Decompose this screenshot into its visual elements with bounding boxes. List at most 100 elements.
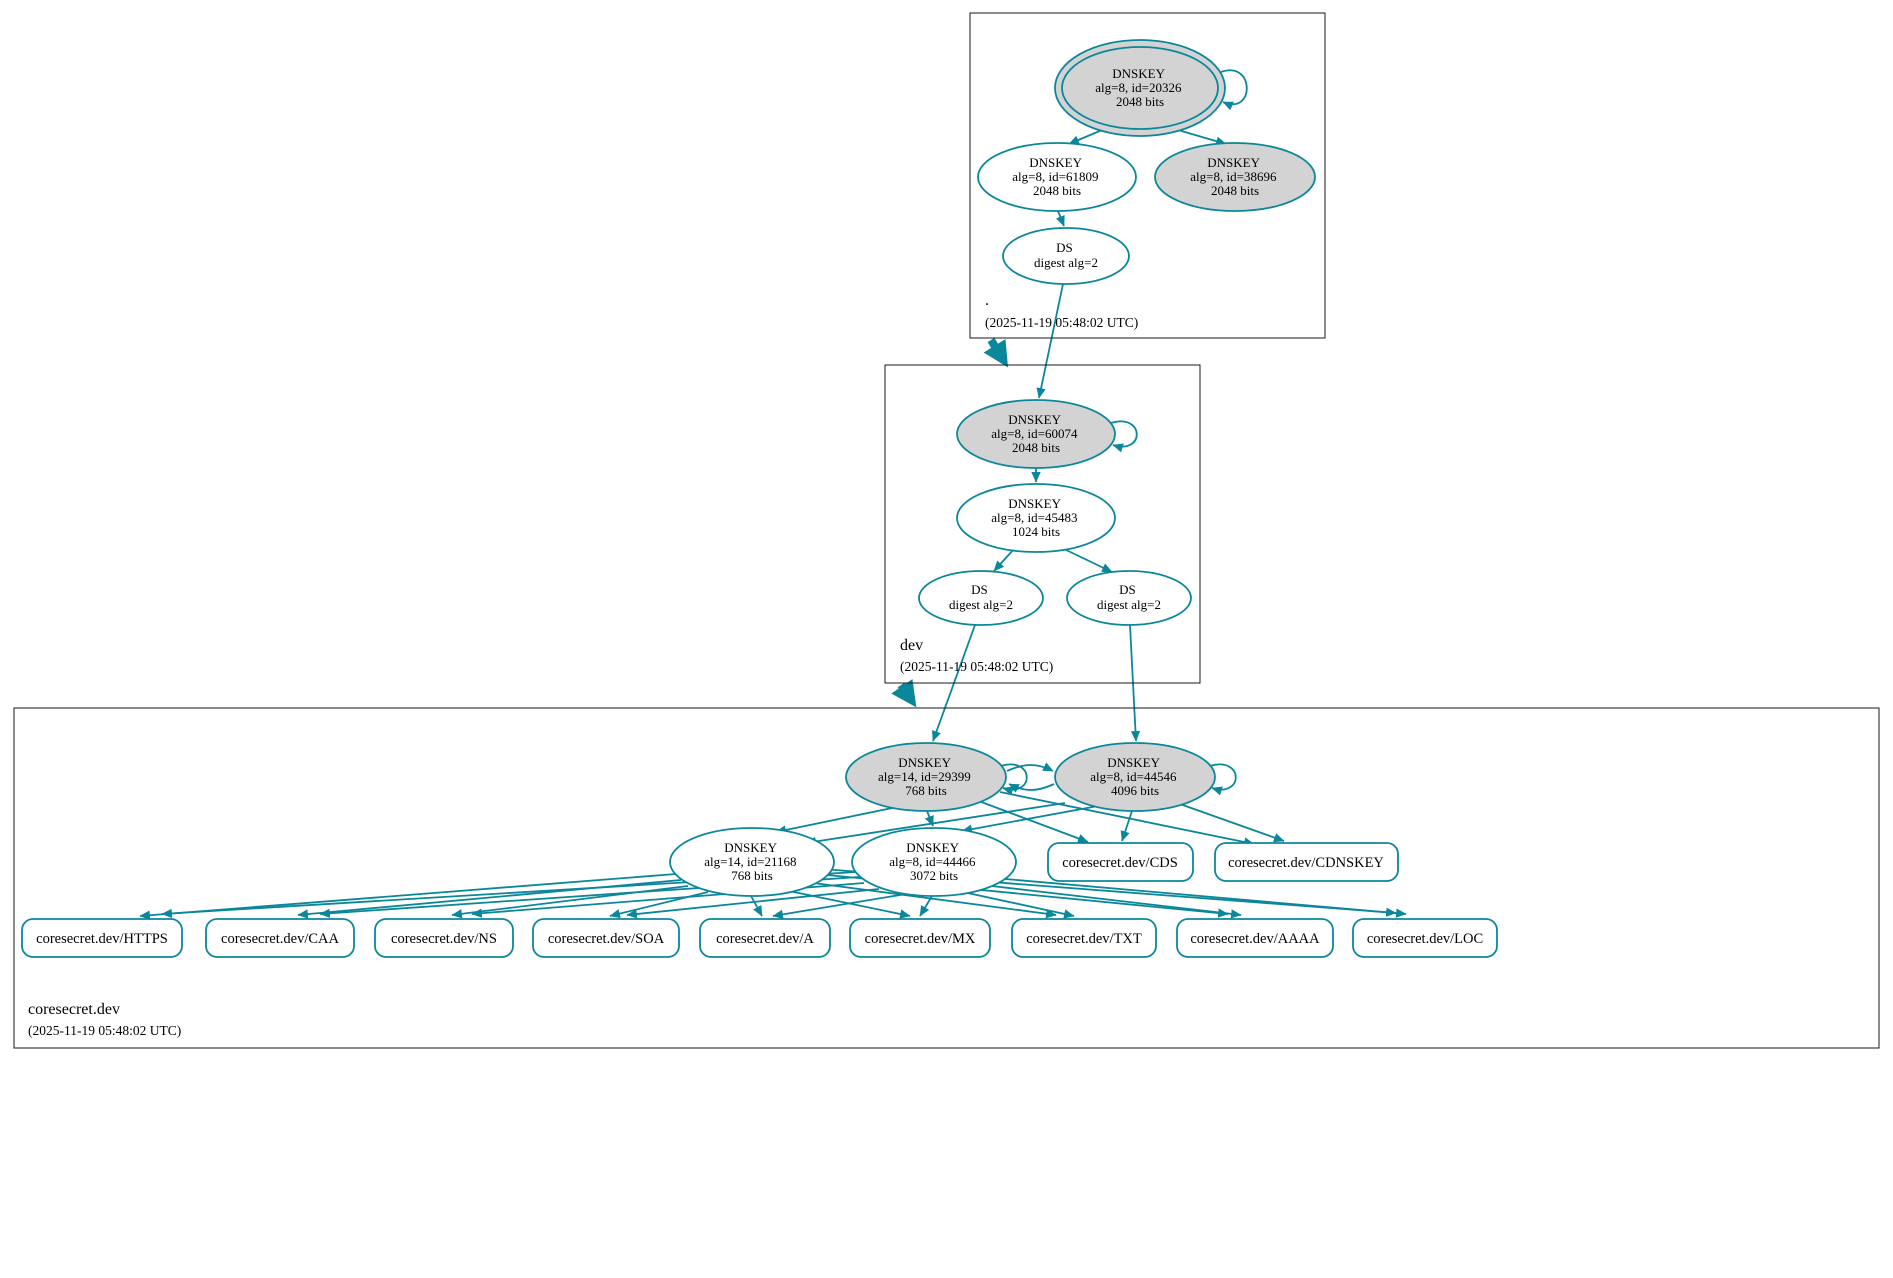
- zone-dev: DNSKEY alg=8, id=60074 2048 bits DNSKEY …: [884, 364, 1201, 684]
- node-dev-ds-left[interactable]: DS digest alg=2: [918, 570, 1044, 626]
- node-rrset-caa[interactable]: coresecret.dev/CAA: [205, 918, 355, 958]
- dev-ksk-60074-label: DNSKEY alg=8, id=60074 2048 bits: [991, 412, 1080, 455]
- rrset-ns-rect[interactable]: [374, 918, 514, 958]
- edge-ksk-44546-to-ksk-29399: [1008, 783, 1055, 793]
- edge-zsk-21168-to-https: [139, 873, 677, 920]
- root-ds-ellipse[interactable]: [1002, 227, 1130, 285]
- rrset-https-rect[interactable]: [21, 918, 183, 958]
- rrset-mx-label: coresecret.dev/MX: [865, 931, 976, 947]
- root-ksk-inner-ellipse: [1061, 46, 1219, 130]
- edge-dev-zsk-to-ds-right: [1061, 547, 1113, 573]
- edge-zsk-44466-to-a: [772, 893, 907, 919]
- coresecret-ksk-29399-label: DNSKEY alg=14, id=29399 768 bits: [878, 755, 974, 798]
- self-loop-root-ksk-20326: [1220, 69, 1248, 111]
- node-root-ksk-20326[interactable]: DNSKEY alg=8, id=20326 2048 bits: [1054, 39, 1226, 137]
- rrset-txt-rect[interactable]: [1011, 918, 1157, 958]
- node-coresecret-ksk-29399[interactable]: DNSKEY alg=14, id=29399 768 bits: [845, 742, 1007, 812]
- zone-root-box: [969, 12, 1326, 339]
- coresecret-zsk-21168-label: DNSKEY alg=14, id=21168 768 bits: [704, 840, 799, 883]
- node-rrset-a[interactable]: coresecret.dev/A: [699, 918, 831, 958]
- node-rrset-loc[interactable]: coresecret.dev/LOC: [1352, 918, 1498, 958]
- node-coresecret-ksk-44546[interactable]: DNSKEY alg=8, id=44546 4096 bits: [1054, 742, 1216, 812]
- node-rrset-https[interactable]: coresecret.dev/HTTPS: [21, 918, 183, 958]
- edge-dev-zsk-to-ds-left: [993, 548, 1015, 572]
- node-rrset-txt[interactable]: coresecret.dev/TXT: [1011, 918, 1157, 958]
- edge-zsk-44466-to-soa: [626, 888, 880, 919]
- coresecret-zsk-44466-ellipse[interactable]: [851, 827, 1017, 897]
- node-rrset-soa[interactable]: coresecret.dev/SOA: [532, 918, 680, 958]
- node-rrset-aaaa[interactable]: coresecret.dev/AAAA: [1176, 918, 1334, 958]
- dev-ds-left-ellipse[interactable]: [918, 570, 1044, 626]
- rrset-aaaa-label: coresecret.dev/AAAA: [1190, 931, 1320, 947]
- zone-coresecret-timestamp: (2025-11-19 05:48:02 UTC): [28, 1023, 181, 1038]
- dev-zsk-45483-ellipse[interactable]: [956, 483, 1116, 553]
- edge-ksk-29399-to-zsk-21168: [775, 806, 898, 835]
- edge-ksk-44546-to-cds: [1120, 810, 1133, 842]
- edge-zsk-44466-to-mx: [919, 895, 933, 917]
- node-dev-ksk-60074[interactable]: DNSKEY alg=8, id=60074 2048 bits: [956, 399, 1116, 469]
- dev-ds-left-label: DS digest alg=2: [949, 582, 1013, 612]
- coresecret-zsk-44466-label: DNSKEY alg=8, id=44466 3072 bits: [889, 840, 978, 883]
- rrset-caa-label: coresecret.dev/CAA: [221, 931, 339, 947]
- zone-dev-timestamp: (2025-11-19 05:48:02 UTC): [900, 659, 1053, 674]
- dev-ds-right-label: DS digest alg=2: [1097, 582, 1161, 612]
- rrset-mx-rect[interactable]: [849, 918, 991, 958]
- edge-zsk-44466-to-txt: [962, 891, 1075, 919]
- zone-coresecret-name: coresecret.dev: [28, 1001, 120, 1018]
- node-coresecret-zsk-44466[interactable]: DNSKEY alg=8, id=44466 3072 bits: [851, 827, 1017, 897]
- zone-coresecret: DNSKEY alg=14, id=29399 768 bits DNSKEY …: [13, 707, 1880, 1049]
- edge-root-ksk-to-key-38696: [1177, 129, 1227, 146]
- dev-ksk-60074-ellipse[interactable]: [956, 399, 1116, 469]
- node-dev-zsk-45483[interactable]: DNSKEY alg=8, id=45483 1024 bits: [956, 483, 1116, 553]
- edge-root-ksk-to-zsk-61809: [1068, 129, 1103, 145]
- coresecret-zsk-21168-ellipse[interactable]: [669, 827, 835, 897]
- zone-coresecret-box: [13, 707, 1880, 1049]
- coresecret-cdnskey-rect[interactable]: [1214, 842, 1399, 882]
- rrset-ns-label: coresecret.dev/NS: [391, 931, 497, 947]
- edge-zsk-44466-to-aaaa: [982, 884, 1242, 919]
- rrset-loc-rect[interactable]: [1352, 918, 1498, 958]
- edge-ksk-44546-to-zsk-44466: [961, 805, 1099, 834]
- coresecret-cdnskey-label: coresecret.dev/CDNSKEY: [1228, 855, 1384, 871]
- rrset-aaaa-rect[interactable]: [1176, 918, 1334, 958]
- edge-root-zsk-61809-to-ds: [1055, 210, 1065, 227]
- zone-root: DNSKEY alg=8, id=20326 2048 bits DNSKEY …: [969, 12, 1326, 339]
- coresecret-ksk-29399-ellipse[interactable]: [845, 742, 1007, 812]
- node-coresecret-cds[interactable]: coresecret.dev/CDS: [1047, 842, 1194, 882]
- node-root-zsk-61809[interactable]: DNSKEY alg=8, id=61809 2048 bits: [977, 142, 1137, 212]
- rrset-soa-label: coresecret.dev/SOA: [548, 931, 665, 947]
- edge-ksk-29399-to-ksk-44546: [1006, 762, 1054, 772]
- edge-zsk-21168-to-a: [750, 895, 763, 917]
- self-loop-dev-ksk-60074: [1110, 420, 1138, 453]
- node-root-ds[interactable]: DS digest alg=2: [1002, 227, 1130, 285]
- coresecret-cds-rect[interactable]: [1047, 842, 1194, 882]
- root-zsk-61809-ellipse[interactable]: [977, 142, 1137, 212]
- zone-dev-box: [884, 364, 1201, 684]
- edge-zsk-44466-to-loc: [993, 877, 1407, 918]
- node-root-key-38696[interactable]: DNSKEY alg=8, id=38696 2048 bits: [1154, 142, 1316, 212]
- node-dev-ds-right[interactable]: DS digest alg=2: [1066, 570, 1192, 626]
- rrset-loc-label: coresecret.dev/LOC: [1367, 931, 1483, 947]
- rrset-a-label: coresecret.dev/A: [716, 931, 814, 947]
- node-coresecret-cdnskey[interactable]: coresecret.dev/CDNSKEY: [1214, 842, 1399, 882]
- rrset-txt-label: coresecret.dev/TXT: [1026, 931, 1142, 947]
- dev-zsk-45483-label: DNSKEY alg=8, id=45483 1024 bits: [991, 496, 1080, 539]
- edge-ksk-44546-to-zsk-21168: [805, 802, 1066, 847]
- edge-ksk-29399-to-cdnskey: [999, 791, 1255, 847]
- zone-root-name: .: [985, 292, 989, 309]
- coresecret-ksk-44546-ellipse[interactable]: [1054, 742, 1216, 812]
- node-rrset-mx[interactable]: coresecret.dev/MX: [849, 918, 991, 958]
- rrset-soa-rect[interactable]: [532, 918, 680, 958]
- zone-dev-name: dev: [900, 637, 923, 654]
- edge-ds-root-to-dev-ksk: [1036, 283, 1064, 399]
- delegation-arrow-dev-to-coresecret: [891, 678, 917, 708]
- rrset-https-label: coresecret.dev/HTTPS: [36, 931, 168, 947]
- rrset-caa-rect[interactable]: [205, 918, 355, 958]
- dev-ds-right-ellipse[interactable]: [1066, 570, 1192, 626]
- node-rrset-ns[interactable]: coresecret.dev/NS: [374, 918, 514, 958]
- root-key-38696-ellipse[interactable]: [1154, 142, 1316, 212]
- edge-ksk-29399-to-cds: [975, 799, 1089, 843]
- node-coresecret-zsk-21168[interactable]: DNSKEY alg=14, id=21168 768 bits: [669, 827, 835, 897]
- rrset-a-rect[interactable]: [699, 918, 831, 958]
